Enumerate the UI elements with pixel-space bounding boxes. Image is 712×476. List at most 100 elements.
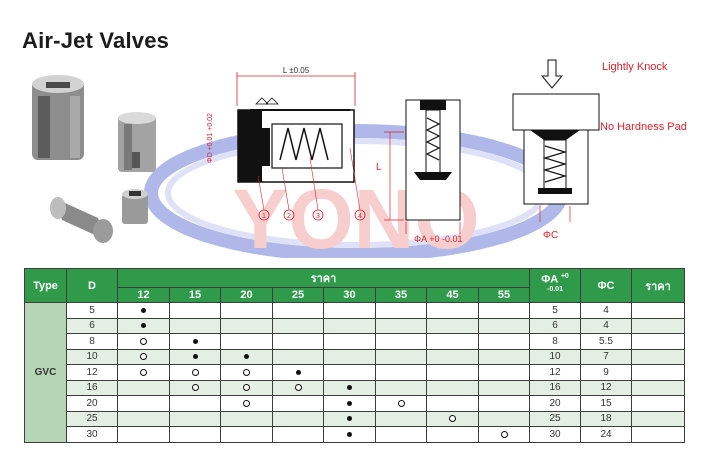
size-header-55: 55 bbox=[478, 287, 530, 303]
availability-cell bbox=[117, 317, 170, 334]
availability-cell bbox=[169, 317, 221, 334]
availability-cell bbox=[169, 410, 221, 427]
availability-cell bbox=[375, 410, 427, 427]
svg-text:ΦD +0.01 +0.02: ΦD +0.01 +0.02 bbox=[207, 113, 214, 163]
availability-cell bbox=[220, 395, 273, 412]
open-circle-icon bbox=[140, 353, 147, 361]
availability-cell bbox=[220, 364, 273, 381]
install-drawing-c: Lightly Knock No Hardness Pad ΦC bbox=[512, 59, 687, 241]
availability-cell bbox=[169, 333, 221, 350]
size-header-25: 25 bbox=[272, 287, 324, 303]
availability-cell bbox=[375, 379, 427, 396]
availability-cell bbox=[426, 379, 479, 396]
phi-a-value: 8 bbox=[529, 333, 581, 350]
availability-cell bbox=[426, 348, 479, 365]
phi-c-value: 18 bbox=[580, 410, 632, 427]
availability-cell bbox=[375, 317, 427, 334]
availability-cell bbox=[426, 426, 479, 443]
phi-a-value: 10 bbox=[529, 348, 581, 365]
availability-cell bbox=[117, 426, 170, 443]
availability-cell bbox=[117, 395, 170, 412]
d-value: 8 bbox=[66, 333, 118, 350]
availability-cell bbox=[169, 426, 221, 443]
d-value: 30 bbox=[66, 426, 118, 443]
availability-cell bbox=[478, 333, 530, 350]
availability-cell bbox=[220, 410, 273, 427]
open-circle-icon bbox=[397, 399, 405, 407]
size-header-12: 12 bbox=[117, 287, 170, 303]
availability-cell bbox=[169, 379, 221, 396]
availability-cell bbox=[375, 302, 427, 319]
size-header-20: 20 bbox=[220, 287, 273, 303]
availability-cell bbox=[323, 395, 376, 412]
d-value: 6 bbox=[66, 317, 118, 334]
d-value: 12 bbox=[66, 364, 118, 381]
price-value bbox=[631, 302, 685, 319]
phi-c-value: 4 bbox=[580, 302, 632, 319]
availability-cell bbox=[323, 410, 376, 427]
price-value bbox=[631, 364, 685, 381]
size-header-30: 30 bbox=[323, 287, 376, 303]
header-phi-c: ΦC bbox=[580, 268, 632, 303]
open-circle-icon bbox=[449, 415, 456, 423]
availability-cell bbox=[272, 426, 324, 443]
availability-cell bbox=[478, 426, 530, 443]
open-circle-icon bbox=[191, 384, 199, 392]
filled-dot-icon bbox=[141, 323, 146, 329]
filled-dot-icon bbox=[347, 431, 352, 437]
availability-cell bbox=[426, 333, 479, 350]
availability-cell bbox=[220, 426, 273, 443]
availability-cell bbox=[478, 348, 530, 365]
price-value bbox=[631, 333, 685, 350]
section-drawing: L ±0.05 ΦD +0.01 +0.02 1 2 3 4 bbox=[207, 66, 366, 221]
availability-cell bbox=[375, 364, 427, 381]
availability-cell bbox=[117, 348, 170, 365]
availability-cell bbox=[272, 410, 324, 427]
availability-cell bbox=[323, 317, 376, 334]
price-value bbox=[631, 317, 685, 334]
page-title: Air-Jet Valves bbox=[22, 28, 170, 53]
availability-cell bbox=[220, 333, 273, 350]
phi-a-value: 6 bbox=[529, 317, 581, 334]
availability-cell bbox=[426, 317, 479, 334]
svg-text:2: 2 bbox=[287, 213, 291, 220]
availability-cell bbox=[375, 348, 427, 365]
svg-text:Lightly Knock: Lightly Knock bbox=[602, 61, 668, 73]
filled-dot-icon bbox=[347, 400, 352, 406]
product-photo-small-1 bbox=[118, 112, 156, 172]
filled-dot-icon bbox=[347, 385, 352, 391]
availability-cell bbox=[375, 333, 427, 350]
open-circle-icon bbox=[500, 430, 508, 438]
availability-cell bbox=[478, 302, 530, 319]
header-type: Type bbox=[24, 268, 67, 303]
phi-c-value: 7 bbox=[580, 348, 632, 365]
availability-cell bbox=[220, 317, 273, 334]
open-circle-icon bbox=[243, 384, 250, 392]
availability-cell bbox=[323, 364, 376, 381]
price-value bbox=[631, 410, 685, 427]
availability-cell bbox=[117, 410, 170, 427]
availability-cell bbox=[272, 302, 324, 319]
size-header-15: 15 bbox=[169, 287, 221, 303]
phi-c-value: 9 bbox=[580, 364, 632, 381]
availability-cell bbox=[272, 364, 324, 381]
availability-cell bbox=[478, 364, 530, 381]
price-value bbox=[631, 348, 685, 365]
price-value bbox=[631, 395, 685, 412]
phi-c-value: 4 bbox=[580, 317, 632, 334]
phi-c-value: 5.5 bbox=[580, 333, 632, 350]
availability-cell bbox=[426, 302, 479, 319]
filled-dot-icon bbox=[192, 338, 198, 344]
filled-dot-icon bbox=[347, 416, 352, 422]
availability-cell bbox=[272, 317, 324, 334]
header-price: ราคา bbox=[631, 268, 685, 303]
availability-cell bbox=[323, 302, 376, 319]
svg-text:3: 3 bbox=[316, 213, 320, 220]
filled-dot-icon bbox=[192, 354, 198, 360]
